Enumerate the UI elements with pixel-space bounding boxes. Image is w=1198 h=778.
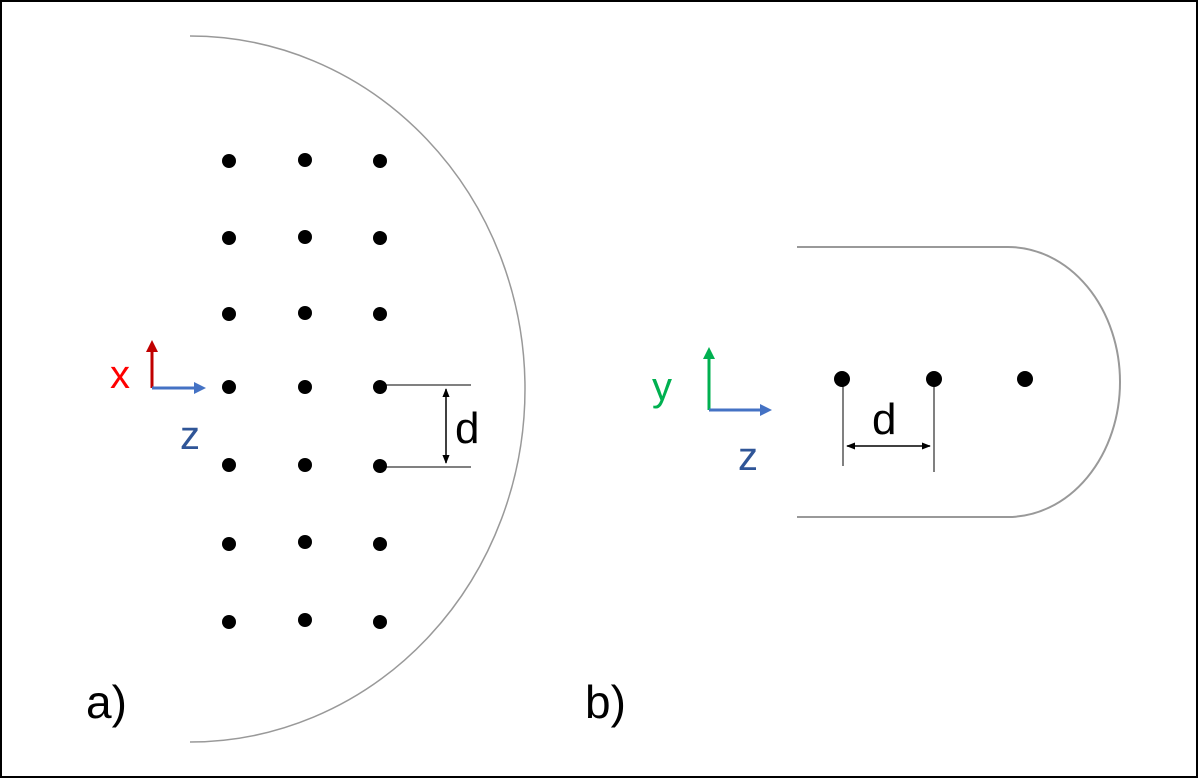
- panel-a-z-axis-label: z: [180, 414, 200, 458]
- panel-a: x z d a): [86, 35, 526, 743]
- panel-b-spacing-dimension: [842, 385, 935, 472]
- dot: [298, 458, 312, 472]
- dot: [1017, 371, 1033, 387]
- panel-a-label: a): [86, 676, 127, 728]
- panel-b-y-axis-label: y: [652, 365, 672, 409]
- panel-a-axis-triad-icon: [146, 340, 206, 394]
- dot: [373, 615, 387, 629]
- dot: [373, 154, 387, 168]
- dot: [298, 535, 312, 549]
- dot: [222, 307, 236, 321]
- dot: [222, 537, 236, 551]
- dot: [222, 380, 236, 394]
- panel-b-rounded-outline: [797, 246, 1121, 518]
- dot: [222, 154, 236, 168]
- dot: [298, 306, 312, 320]
- panel-a-spacing-dimension: [380, 384, 471, 468]
- dot: [222, 615, 236, 629]
- dot: [373, 380, 387, 394]
- dot: [834, 371, 850, 387]
- dot: [298, 153, 312, 167]
- dot: [373, 459, 387, 473]
- dot: [926, 371, 942, 387]
- dot: [298, 380, 312, 394]
- panel-b-label: b): [585, 676, 626, 728]
- panel-a-semicircle-outline: [189, 35, 526, 743]
- dot: [222, 458, 236, 472]
- panel-b-dot-row: [834, 371, 1033, 387]
- dot: [373, 231, 387, 245]
- dot: [298, 613, 312, 627]
- dot: [373, 537, 387, 551]
- dot: [298, 230, 312, 244]
- dot: [373, 307, 387, 321]
- panel-b-z-axis-label: z: [738, 435, 758, 479]
- panel-b-axis-triad-icon: [703, 347, 772, 416]
- panel-a-spacing-label: d: [455, 404, 479, 453]
- panel-b-spacing-label: d: [872, 395, 896, 444]
- panel-a-dot-grid: [222, 153, 387, 629]
- dot: [222, 231, 236, 245]
- panel-b: y z d b): [585, 246, 1121, 728]
- panel-a-x-axis-label: x: [110, 353, 130, 397]
